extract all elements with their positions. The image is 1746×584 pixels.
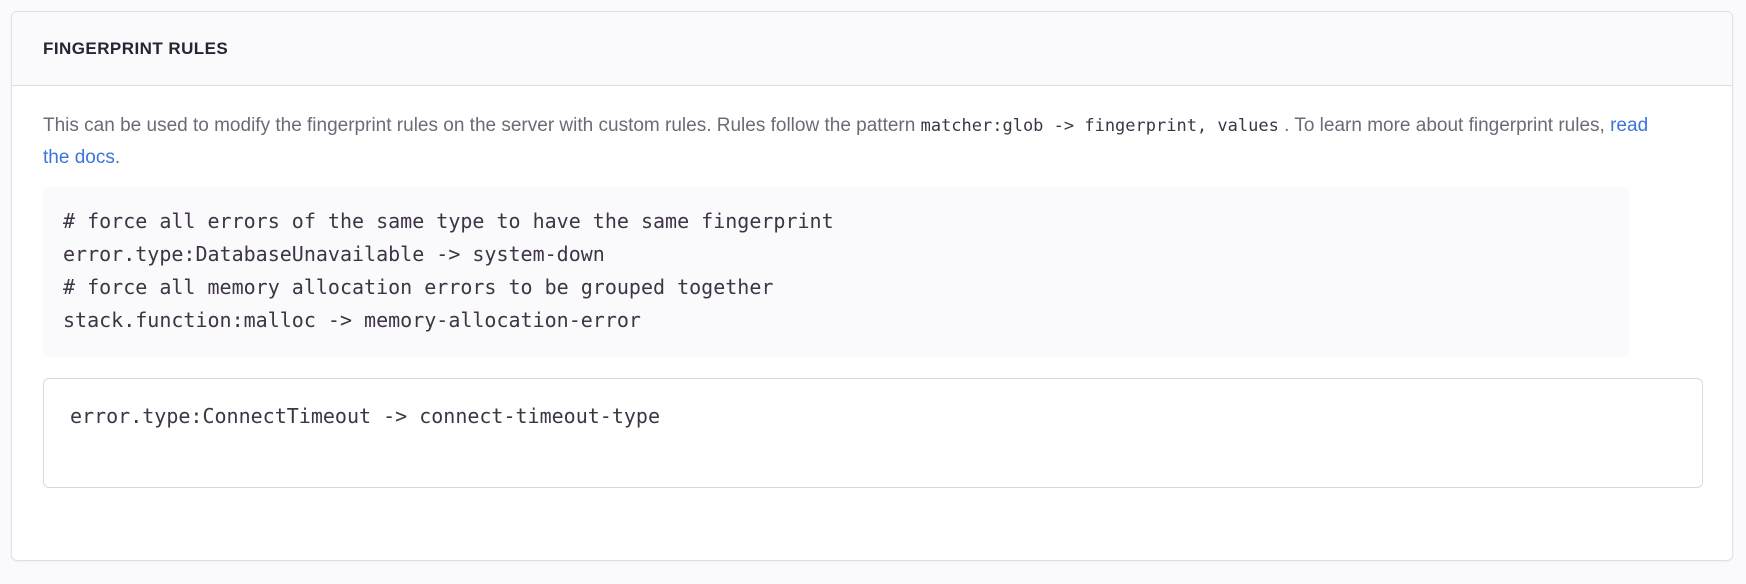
fingerprint-rules-input[interactable] <box>43 378 1703 488</box>
panel-header: FINGERPRINT RULES <box>12 12 1732 86</box>
description-middle: . To learn more about fingerprint rules, <box>1278 115 1611 136</box>
description-trailing: . <box>114 147 121 168</box>
page-title: FINGERPRINT RULES <box>43 38 229 58</box>
description-text: This can be used to modify the fingerpri… <box>43 110 1668 173</box>
example-code-block: # force all errors of the same type to h… <box>43 187 1630 357</box>
read-the-docs-link[interactable]: read the docs <box>43 115 1649 168</box>
fingerprint-rules-panel: FINGERPRINT RULES This can be used to mo… <box>11 11 1733 561</box>
description-lead: This can be used to modify the fingerpri… <box>43 115 921 136</box>
pattern-code-snippet: matcher:glob -> fingerprint, values <box>920 116 1279 136</box>
panel-body: This can be used to modify the fingerpri… <box>12 86 1732 488</box>
example-code-text: # force all errors of the same type to h… <box>63 209 834 332</box>
